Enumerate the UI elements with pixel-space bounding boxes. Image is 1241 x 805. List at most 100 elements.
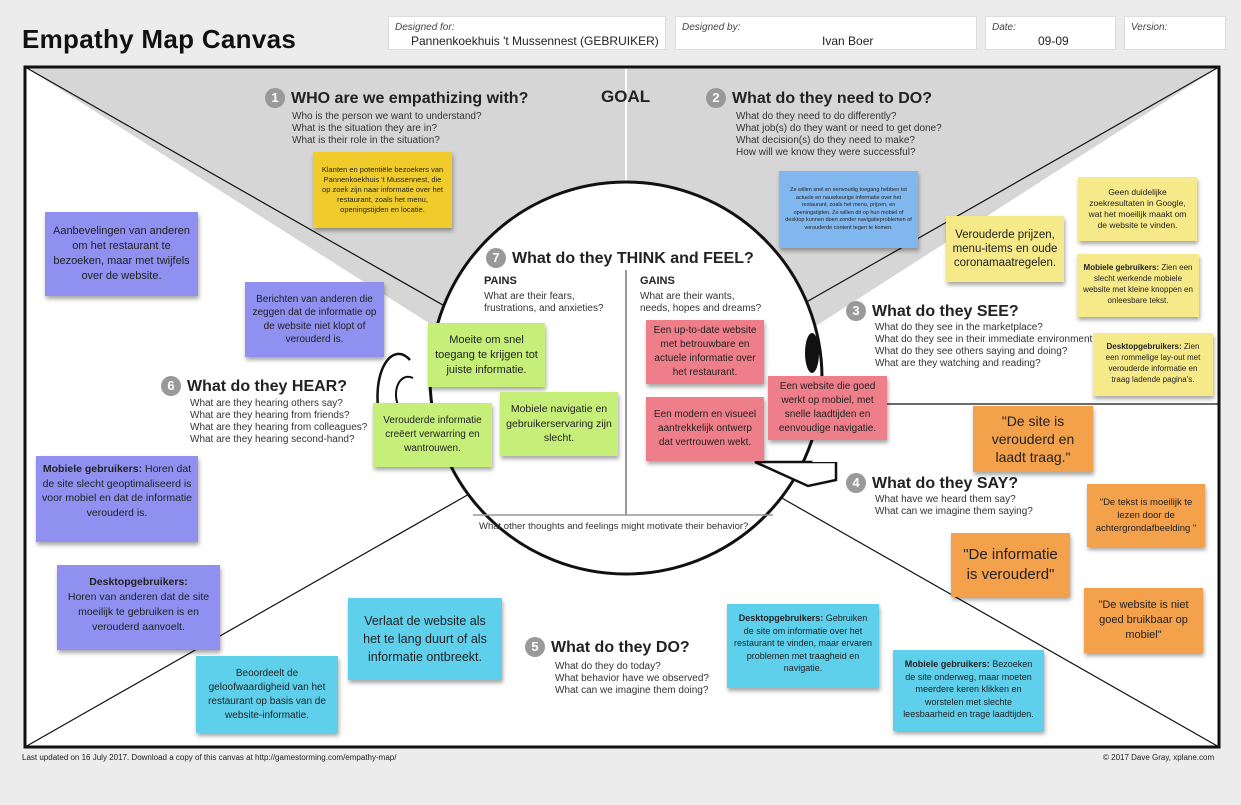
see-q1: What do they see in the marketplace? — [875, 322, 1043, 333]
see-questions: What do they see in the marketplace? Wha… — [875, 322, 1098, 370]
do-note-desktop-bold: Desktopgebruikers: — [738, 613, 824, 623]
see-note-desktop-text: Zien een rommelige lay-out met verouderd… — [1105, 342, 1201, 384]
gain-note-uptodate[interactable]: Een up-to-date website met betrouwbare e… — [646, 320, 764, 384]
date-value: 09-09 — [1038, 34, 1069, 48]
footer-left: Last updated on 16 July 2017. Download a… — [22, 753, 397, 762]
hear-note-desktop-bold: Desktopgebruikers: — [89, 576, 188, 588]
say-title: What do they SAY? — [872, 475, 1019, 492]
gains-questions: What are their wants, needs, hopes and d… — [640, 291, 761, 315]
do-need-sticky-note[interactable]: Ze willen snel en eenvoudig toegang hebb… — [779, 171, 918, 248]
see-title: What do they SEE? — [872, 303, 1019, 320]
hear-q2: What are they hearing from friends? — [190, 410, 350, 421]
do-need-q4: How will we know they were successful? — [736, 147, 916, 158]
see-q3: What do they see others saying and doing… — [875, 346, 1068, 357]
version-label: Version: — [1131, 22, 1168, 33]
who-questions: Who is the person we want to understand?… — [292, 111, 482, 147]
say-questions: What have we heard them say? What can we… — [875, 494, 1033, 518]
say-q1: What have we heard them say? — [875, 494, 1016, 505]
canvas-title: Empathy Map Canvas — [22, 24, 297, 54]
hear-note-desktop[interactable]: Desktopgebruikers: Horen van anderen dat … — [57, 565, 220, 650]
designed-by-label: Designed by: — [682, 22, 741, 33]
pains-q1: What are their fears, — [484, 291, 575, 302]
hear-note-recommendations[interactable]: Aanbevelingen van anderen om het restaur… — [45, 212, 198, 296]
head-eye — [805, 333, 819, 373]
gain-note-design[interactable]: Een modern en visueel aantrekkelijk ontw… — [646, 397, 764, 461]
who-q1: Who is the person we want to understand? — [292, 111, 482, 122]
hear-note-mobile[interactable]: Mobiele gebruikers: Horen dat de site sl… — [36, 456, 198, 542]
gain-note-mobile[interactable]: Een website die goed werkt op mobiel, me… — [768, 376, 887, 440]
gains-label: GAINS — [640, 275, 675, 287]
say-note-mobile[interactable]: "De website is niet goed bruikbaar op mo… — [1084, 588, 1203, 653]
do-need-number: 2 — [706, 88, 726, 108]
do-q3: What can we imagine them doing? — [555, 685, 709, 696]
do-need-questions: What do they need to do differently? Wha… — [736, 111, 942, 159]
who-sticky-note[interactable]: Klanten en potentiële bezoekers van Pann… — [313, 152, 452, 228]
pain-note-access[interactable]: Moeite om snel toegang te krijgen tot ju… — [428, 323, 545, 387]
gains-q1: What are their wants, — [640, 291, 735, 302]
do-need-q2: What job(s) do they want or need to get … — [736, 123, 942, 134]
do-note-credibility[interactable]: Beoordeelt de geloofwaardigheid van het … — [196, 656, 338, 733]
hear-questions: What are they hearing others say? What a… — [190, 398, 367, 446]
hear-note-desktop-text: Horen van anderen dat de site moeilijk t… — [67, 591, 210, 633]
who-q3: What is their role in the situation? — [292, 135, 440, 146]
do-need-q3: What decision(s) do they need to make? — [736, 135, 915, 146]
say-note-outdated[interactable]: "De informatie is verouderd" — [951, 533, 1070, 597]
pains-label: PAINS — [484, 275, 517, 287]
do-note-mobile[interactable]: Mobiele gebruikers: Bezoeken de site ond… — [893, 650, 1044, 731]
see-note-desktop-bold: Desktopgebruikers: — [1106, 342, 1182, 351]
do-need-heading: 2 What do they need to DO? — [706, 88, 932, 108]
see-note-desktop[interactable]: Desktopgebruikers: Zien een rommelige la… — [1093, 333, 1213, 396]
hear-note-mobile-text: Horen dat de site slecht geoptimaliseerd… — [42, 463, 192, 519]
see-note-prices[interactable]: Verouderde prijzen, menu-items en oude c… — [946, 216, 1064, 282]
do-heading: 5 What do they DO? — [525, 637, 690, 657]
designed-for-value: Pannenkoekhuis 't Mussennest (GEBRUIKER) — [411, 34, 659, 48]
designed-for-label: Designed for: — [395, 22, 455, 33]
think-number: 7 — [486, 248, 506, 268]
do-title: What do they DO? — [551, 639, 690, 656]
think-title: What do they THINK and FEEL? — [512, 250, 754, 267]
pain-note-outdated[interactable]: Verouderde informatie creëert verwarring… — [373, 403, 492, 467]
do-q1: What do they do today? — [555, 661, 661, 672]
see-q2: What do they see in their immediate envi… — [875, 334, 1098, 345]
do-note-mobile-bold: Mobiele gebruikers: — [904, 659, 990, 669]
designed-for-box[interactable]: Designed for: Pannenkoekhuis 't Mussenne… — [388, 16, 666, 50]
do-need-q1: What do they need to do differently? — [736, 111, 897, 122]
hear-q1: What are they hearing others say? — [190, 398, 343, 409]
see-note-google[interactable]: Geen duidelijke zoekresultaten in Google… — [1078, 177, 1197, 241]
say-number: 4 — [846, 473, 866, 493]
pain-note-mobile[interactable]: Mobiele navigatie en gebruikerservaring … — [500, 392, 618, 456]
ear-inner — [394, 375, 414, 406]
hear-number: 6 — [161, 376, 181, 396]
pains-questions: What are their fears, frustrations, and … — [484, 291, 604, 315]
do-number: 5 — [525, 637, 545, 657]
canvas-border — [23, 65, 1221, 749]
see-note-mobile-bold: Mobiele gebruikers: — [1083, 263, 1160, 272]
who-number: 1 — [265, 88, 285, 108]
see-heading: 3 What do they SEE? — [846, 301, 1019, 321]
say-heading: 4 What do they SAY? — [846, 473, 1018, 493]
date-box[interactable]: Date: 09-09 — [985, 16, 1116, 50]
say-note-text[interactable]: "De tekst is moeilijk te lezen door de a… — [1087, 484, 1205, 547]
see-q4: What are they watching and reading? — [875, 358, 1041, 369]
see-note-mobile[interactable]: Mobiele gebruikers: Zien een slecht werk… — [1077, 254, 1199, 317]
see-note-mobile-text: Zien een slecht werkende mobiele website… — [1083, 263, 1193, 305]
think-heading: 7 What do they THINK and FEEL? — [486, 248, 754, 268]
see-number: 3 — [846, 301, 866, 321]
do-note-desktop[interactable]: Desktopgebruikers: Gebruiken de site om … — [727, 604, 879, 688]
pains-q2: frustrations, and anxieties? — [484, 303, 604, 314]
head-mouth — [754, 460, 838, 488]
who-q2: What is the situation they are in? — [292, 123, 438, 134]
say-note-slow[interactable]: "De site is verouderd en laadt traag." — [973, 406, 1093, 472]
do-note-desktop-text: Gebruiken de site om informatie over het… — [733, 613, 873, 673]
hear-note-mobile-bold: Mobiele gebruikers: — [42, 463, 143, 475]
footer-right: © 2017 Dave Gray, xplane.com — [1103, 753, 1215, 762]
do-need-title: What do they need to DO? — [732, 90, 932, 107]
do-note-leave[interactable]: Verlaat de website als het te lang duurt… — [348, 598, 502, 680]
hear-note-messages[interactable]: Berichten van anderen die zeggen dat de … — [245, 282, 384, 357]
designed-by-box[interactable]: Designed by: Ivan Boer — [675, 16, 977, 50]
version-box[interactable]: Version: — [1124, 16, 1226, 50]
gains-q2: needs, hopes and dreams? — [640, 303, 762, 314]
do-questions: What do they do today? What behavior hav… — [555, 661, 709, 697]
do-q2: What behavior have we observed? — [555, 673, 709, 684]
